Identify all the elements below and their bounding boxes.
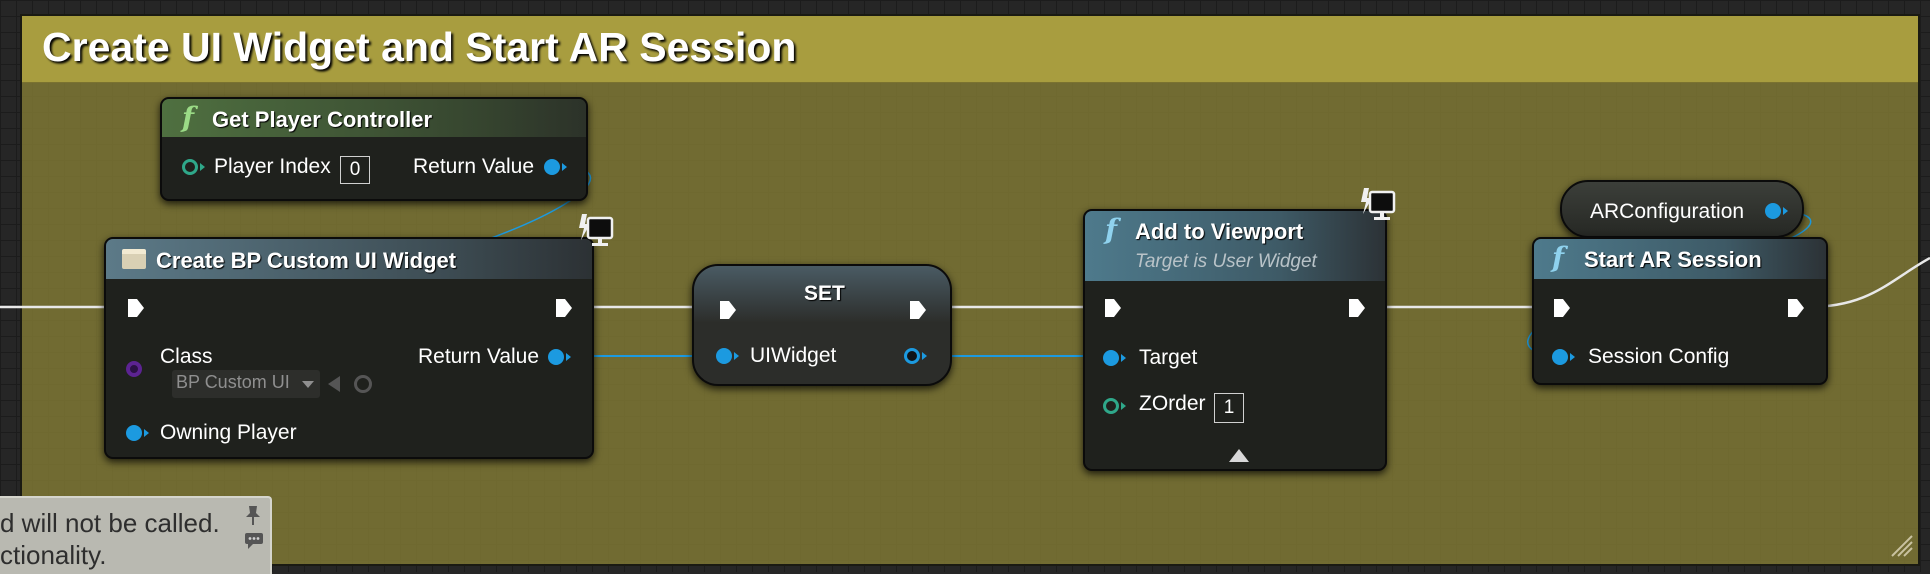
zorder-pin[interactable] [1103, 398, 1119, 414]
add-to-viewport-node[interactable]: f Add to Viewport Target is User Widget … [1083, 209, 1387, 471]
pin-icon [1121, 354, 1126, 362]
class-pin[interactable] [126, 361, 142, 377]
player-index-pin[interactable] [182, 159, 198, 175]
node-header [1085, 211, 1385, 281]
node-header [106, 239, 592, 279]
player-index-label: Player Index [214, 155, 331, 178]
monitor-icon [579, 214, 614, 246]
node-title: Create BP Custom UI Widget [156, 248, 457, 273]
class-dropdown[interactable] [172, 370, 320, 398]
class-dropdown-value: BP Custom UI [176, 372, 290, 392]
bubble-text-line-2: ctionality. [0, 540, 107, 570]
get-player-controller-node[interactable]: f Get Player Controller Player Index 0 R… [160, 97, 588, 201]
pin-icon [144, 429, 149, 437]
pin-icon[interactable] [244, 504, 262, 526]
uiwidget-in-pin[interactable] [716, 348, 732, 364]
pin-icon [1121, 402, 1126, 410]
node-header [694, 266, 950, 326]
comment-header[interactable] [22, 16, 1918, 83]
node-header [162, 99, 586, 137]
set-variable-node[interactable]: SET UIWidget [692, 264, 952, 386]
create-widget-node[interactable]: Create BP Custom UI Widget Class BP Cust… [104, 237, 594, 459]
pin-icon [200, 163, 205, 171]
node-title: Start AR Session [1584, 247, 1762, 272]
target-pin[interactable] [1103, 350, 1119, 366]
owning-player-pin[interactable] [126, 425, 142, 441]
bubble-text-line-1: d will not be called. [0, 508, 220, 538]
function-icon: f [1552, 241, 1565, 274]
comment-title[interactable]: Create UI Widget and Start AR Session [42, 24, 797, 70]
exec-out-pin[interactable] [908, 299, 928, 321]
browse-arrow-icon[interactable] [328, 376, 340, 392]
pin-icon [734, 352, 739, 360]
return-value-label: Return Value [413, 155, 535, 178]
node-title: Get Player Controller [212, 107, 433, 132]
uiwidget-label: UIWidget [750, 344, 837, 367]
class-label: Class [160, 345, 213, 368]
owning-player-label: Owning Player [160, 421, 297, 444]
return-value-label: Return Value [418, 345, 540, 368]
node-title: Add to Viewport [1135, 219, 1304, 244]
function-icon: f [182, 101, 195, 134]
exec-out-pin[interactable] [1786, 297, 1806, 319]
chevron-down-icon [302, 381, 314, 388]
widget-class-icon [122, 249, 146, 269]
arconfiguration-variable-node[interactable]: ARConfiguration [1560, 180, 1804, 238]
search-icon[interactable] [354, 375, 372, 393]
function-icon: f [1105, 213, 1118, 246]
speech-bubble-icon[interactable] [244, 532, 264, 550]
node-comment-bubble[interactable]: d will not be called. ctionality. [0, 496, 272, 574]
exec-out-pin[interactable] [1347, 297, 1367, 319]
exec-in-pin[interactable] [1103, 297, 1123, 319]
target-label: Target [1139, 346, 1198, 369]
session-config-label: Session Config [1588, 345, 1730, 368]
return-value-pin[interactable] [548, 349, 564, 365]
exec-in-pin[interactable] [1552, 297, 1572, 319]
collapse-arrow-icon[interactable] [1229, 449, 1249, 462]
start-ar-session-node[interactable]: f Start AR Session Session Config [1532, 237, 1828, 385]
pin-icon [1783, 207, 1788, 215]
monitor-icon [1361, 188, 1396, 220]
pin-icon [922, 352, 927, 360]
zorder-input[interactable]: 1 [1214, 393, 1244, 423]
exec-in-pin[interactable] [126, 297, 146, 319]
exec-out-pin[interactable] [554, 297, 574, 319]
pin-icon [1570, 353, 1575, 361]
node-header [1534, 239, 1826, 279]
arconfiguration-label: ARConfiguration [1590, 200, 1745, 223]
zorder-label: ZOrder [1139, 392, 1206, 415]
uiwidget-out-pin[interactable] [904, 348, 920, 364]
return-value-pin[interactable] [544, 159, 560, 175]
pin-icon [562, 163, 567, 171]
pin-icon [566, 353, 571, 361]
node-subtitle: Target is User Widget [1135, 251, 1317, 272]
session-config-pin[interactable] [1552, 349, 1568, 365]
arconfiguration-out-pin[interactable] [1765, 203, 1781, 219]
player-index-input[interactable]: 0 [340, 156, 370, 184]
resize-grip-icon[interactable] [1888, 532, 1914, 558]
node-title: SET [804, 282, 845, 305]
exec-in-pin[interactable] [718, 299, 738, 321]
